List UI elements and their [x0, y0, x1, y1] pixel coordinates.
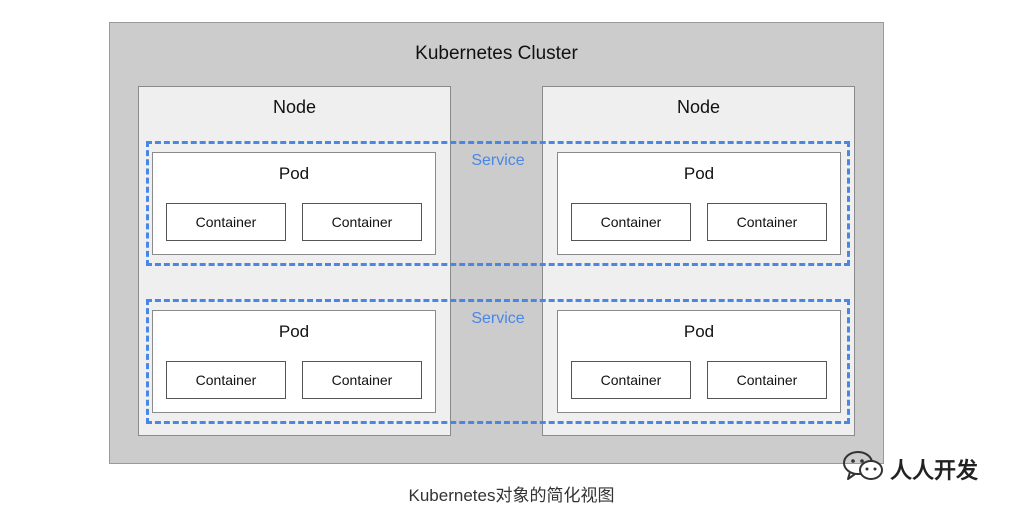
container-box: Container — [707, 361, 827, 399]
service-label-bottom: Service — [471, 310, 525, 327]
container-box: Container — [707, 203, 827, 241]
watermark: 人人开发 — [842, 449, 978, 488]
wechat-icon — [842, 449, 884, 488]
container-box: Container — [571, 203, 691, 241]
node-title: Node — [676, 97, 721, 117]
pod-title: Pod — [683, 322, 715, 341]
figure-caption: Kubernetes对象的简化视图 — [408, 486, 615, 505]
pod-node2-top: Pod Container Container — [557, 152, 841, 255]
node-title: Node — [272, 97, 317, 117]
pod-node2-bottom: Pod Container Container — [557, 310, 841, 413]
pod-title: Pod — [278, 164, 310, 183]
container-box: Container — [302, 361, 422, 399]
container-box: Container — [166, 361, 286, 399]
pod-title: Pod — [278, 322, 310, 341]
container-box: Container — [571, 361, 691, 399]
cluster-title: Kubernetes Cluster — [415, 43, 578, 64]
watermark-text: 人人开发 — [890, 457, 979, 483]
pod-title: Pod — [683, 164, 715, 183]
container-box: Container — [166, 203, 286, 241]
pod-node1-top: Pod Container Container — [152, 152, 436, 255]
container-box: Container — [302, 203, 422, 241]
pod-node1-bottom: Pod Container Container — [152, 310, 436, 413]
service-label-top: Service — [471, 152, 525, 169]
